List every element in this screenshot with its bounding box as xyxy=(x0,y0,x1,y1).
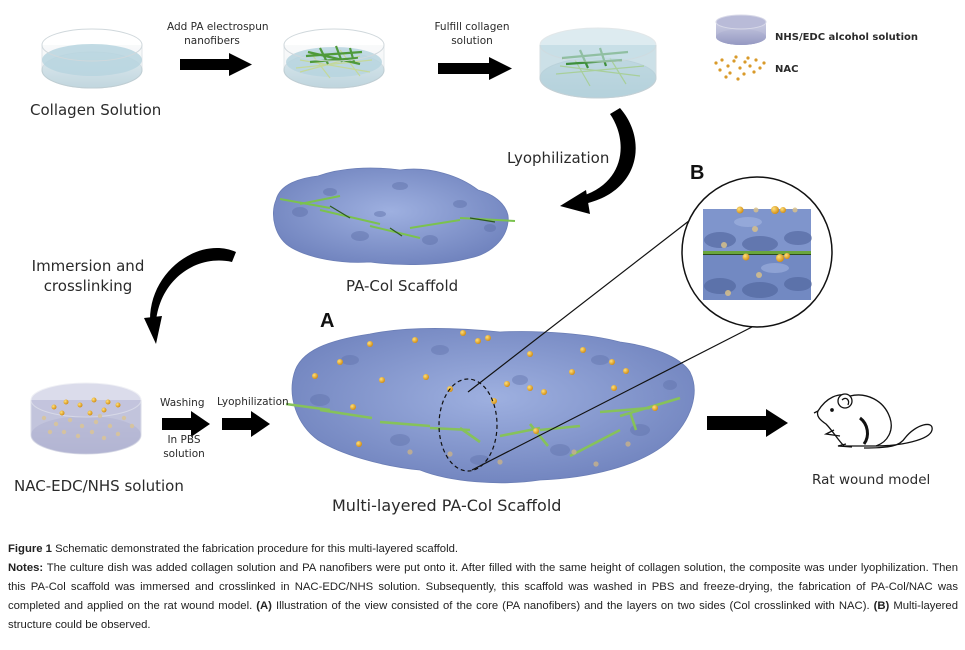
in-pbs-line1: In PBS xyxy=(167,434,201,446)
fulfill-collagen-line2: solution xyxy=(451,35,493,47)
immersion-line2: crosslinking xyxy=(43,277,133,295)
rat-wound-model-label: Rat wound model xyxy=(812,472,931,488)
fulfill-collagen-line1: Fulfill collagen xyxy=(434,21,510,33)
nac-particles-icon xyxy=(714,55,766,81)
arrow-to-rat xyxy=(707,409,788,437)
panel-label-a: A xyxy=(320,310,335,332)
figure-caption: Figure 1 Schematic demonstrated the fabr… xyxy=(8,540,958,635)
multi-layered-scaffold-icon xyxy=(285,328,695,484)
notes-text-1: The culture dish was added collagen solu… xyxy=(8,562,958,612)
arrow-washing xyxy=(162,411,210,437)
collagen-dish-icon xyxy=(41,28,143,89)
nac-edc-nhs-label: NAC-EDC/NHS solution xyxy=(14,477,184,495)
rat-icon xyxy=(813,393,933,449)
magnified-view-b xyxy=(681,176,833,328)
pa-col-scaffold-label: PA-Col Scaffold xyxy=(346,277,459,295)
immersion-crosslinking-label: Immersion and crosslinking xyxy=(28,256,148,296)
collagen-solution-label: Collagen Solution xyxy=(30,101,162,119)
add-nanofibers-label: Add PA electrospun nanofibers xyxy=(167,20,269,48)
immersion-line1: Immersion and xyxy=(31,257,145,275)
add-nanofibers-line1: Add PA electrospun xyxy=(167,21,269,33)
fulfill-collagen-label: Fulfill collagen solution xyxy=(428,20,516,48)
notes-label: Notes: xyxy=(8,562,44,574)
curved-arrow-immersion xyxy=(144,248,236,344)
notes-text-2: Illustration of the view consisted of th… xyxy=(271,600,874,612)
multi-layered-scaffold-label: Multi-layered PA-Col Scaffold xyxy=(332,496,562,515)
lyophilization-label-1: Lyophilization xyxy=(507,149,610,167)
in-pbs-line2: solution xyxy=(163,448,205,460)
notes-text-3: Multi-layered structure could be observe… xyxy=(8,600,959,631)
figure-title: Schematic demonstrated the fabrication p… xyxy=(51,543,459,555)
filled-collagen-dish-icon xyxy=(539,27,657,99)
panel-label-b: B xyxy=(690,162,705,184)
notes-a-label: (A) xyxy=(256,600,272,612)
notes-b-label: (B) xyxy=(873,600,890,612)
legend-nhs-edc-label: NHS/EDC alcohol solution xyxy=(775,32,918,43)
caption-notes: Notes: The culture dish was added collag… xyxy=(8,559,958,635)
nac-edc-nhs-dish-icon xyxy=(30,382,142,455)
nhs-edc-dish-icon xyxy=(715,14,767,45)
curved-arrow-lyophilization xyxy=(560,108,636,214)
pa-col-scaffold-icon xyxy=(273,167,516,265)
add-nanofibers-line2: nanofibers xyxy=(184,35,240,47)
in-pbs-label: In PBS solution xyxy=(163,433,205,461)
zoom-indicator xyxy=(438,209,753,472)
figure-label: Figure 1 xyxy=(8,543,52,555)
washing-label: Washing xyxy=(160,397,205,409)
caption-title: Figure 1 Schematic demonstrated the fabr… xyxy=(8,540,958,559)
arrow-fulfill-collagen xyxy=(438,57,512,80)
legend-nac-label: NAC xyxy=(775,64,799,75)
arrow-lyophilization-2 xyxy=(222,411,270,437)
arrow-add-nanofibers xyxy=(180,53,252,76)
lyophilization-label-2: Lyophilization xyxy=(217,396,289,408)
nanofiber-dish-icon xyxy=(283,28,385,89)
